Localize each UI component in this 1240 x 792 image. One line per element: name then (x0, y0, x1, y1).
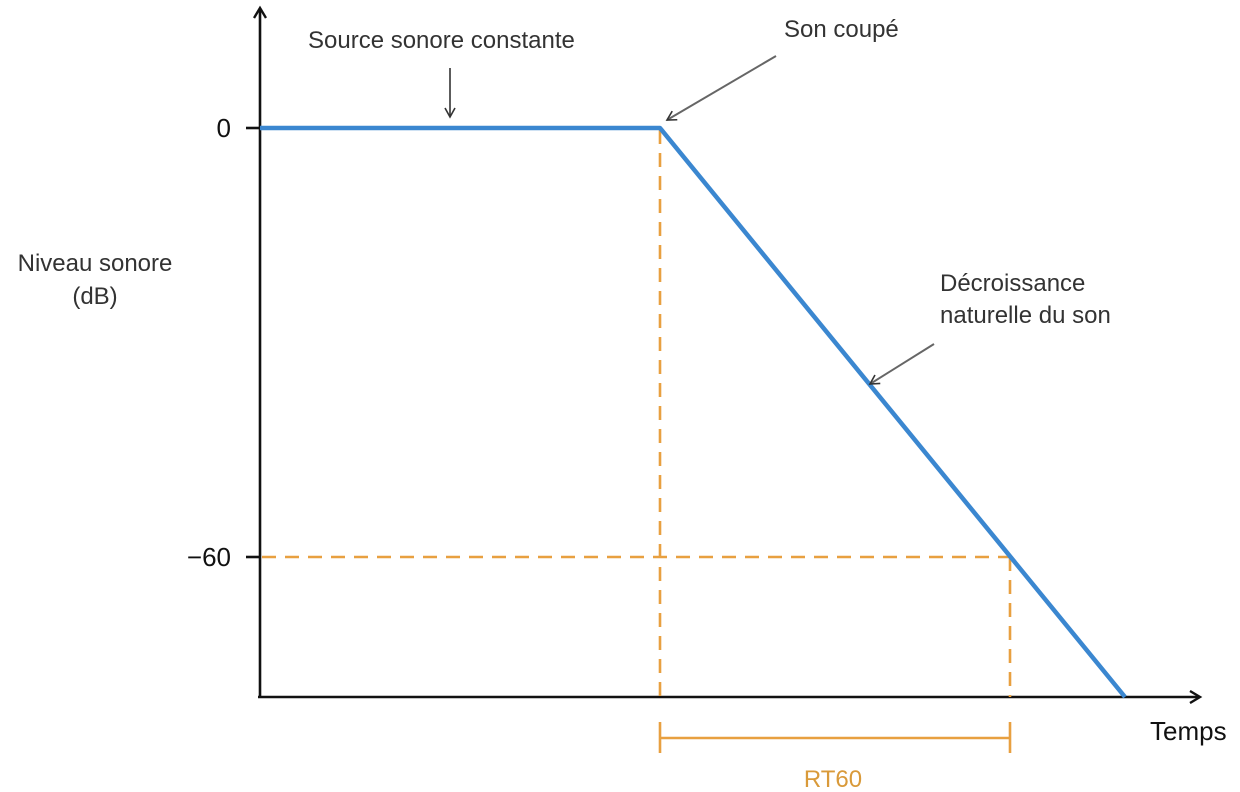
annotation-decay-line1: Décroissance (940, 270, 1085, 297)
sound-level-curve (260, 125, 1127, 699)
arrow-decay (868, 343, 935, 385)
y-tick-label-0: 0 (217, 113, 231, 143)
annotation-decay-line2: naturelle du son (940, 302, 1111, 329)
annotation-constant-source: Source sonore constante (308, 27, 575, 54)
y-axis-label-line2: (dB) (72, 283, 117, 310)
x-axis-label: Temps (1150, 716, 1227, 746)
rt60-bracket (658, 722, 1012, 753)
y-axis-label-line1: Niveau sonore (18, 250, 173, 277)
y-tick-label-minus60: −60 (187, 542, 231, 572)
rt60-label: RT60 (804, 766, 862, 792)
arrow-sound-cut (665, 55, 777, 121)
annotation-sound-cut: Son coupé (784, 16, 899, 43)
